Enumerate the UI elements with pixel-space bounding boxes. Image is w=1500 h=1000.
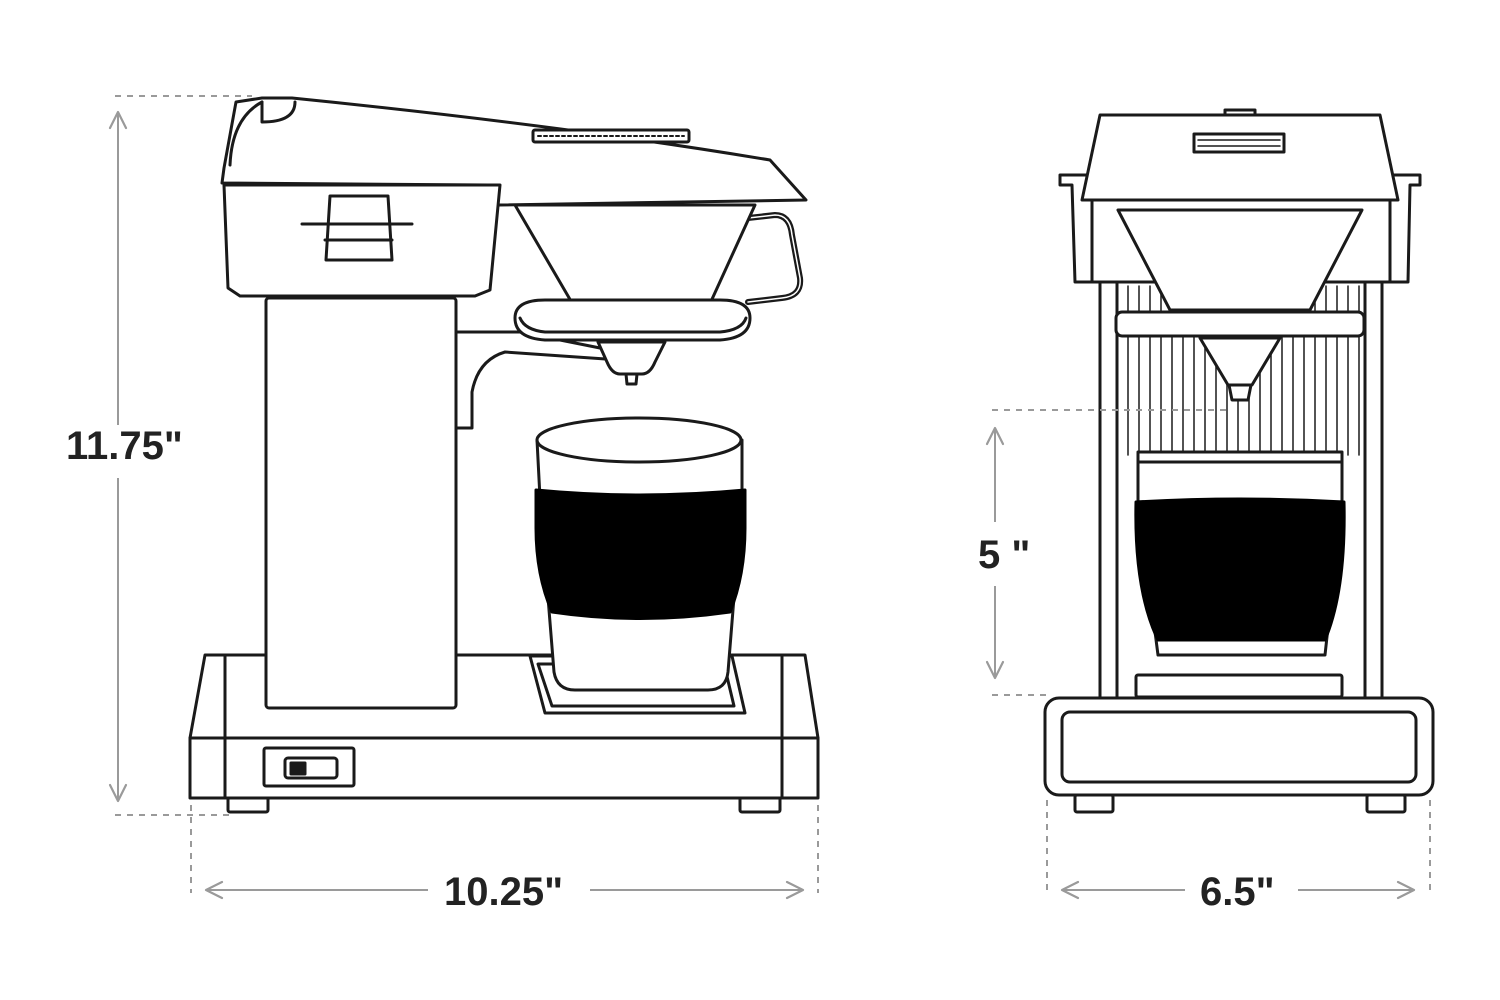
side-drip-nozzle — [596, 340, 667, 376]
front-view-coffee-maker — [1043, 108, 1435, 814]
side-drip-tray — [513, 298, 752, 342]
side-column — [264, 296, 458, 710]
front-base-panel — [1060, 710, 1418, 784]
dimension-guides — [108, 95, 1431, 900]
side-filter-funnel — [513, 203, 757, 310]
side-view-coffee-maker — [188, 96, 820, 814]
water-level-window — [324, 194, 394, 262]
front-lid — [1080, 113, 1400, 202]
side-cup-rim — [535, 416, 743, 464]
height-dimension-label: 11.75" — [62, 426, 187, 466]
front-cup-sleeve — [1134, 497, 1346, 642]
depth-dimension-label: 6.5" — [1196, 872, 1279, 912]
outlet-pipe — [454, 330, 622, 430]
cup-clearance-dimension-label: 5 " — [974, 535, 1035, 575]
front-drip-tray — [1114, 310, 1366, 338]
front-hot-plate — [1134, 673, 1344, 699]
width-dimension-label: 10.25" — [440, 872, 568, 912]
front-filter-funnel — [1116, 208, 1364, 312]
side-cup-sleeve — [534, 488, 747, 620]
front-foot-right — [1365, 793, 1407, 814]
front-foot-left — [1073, 793, 1115, 814]
